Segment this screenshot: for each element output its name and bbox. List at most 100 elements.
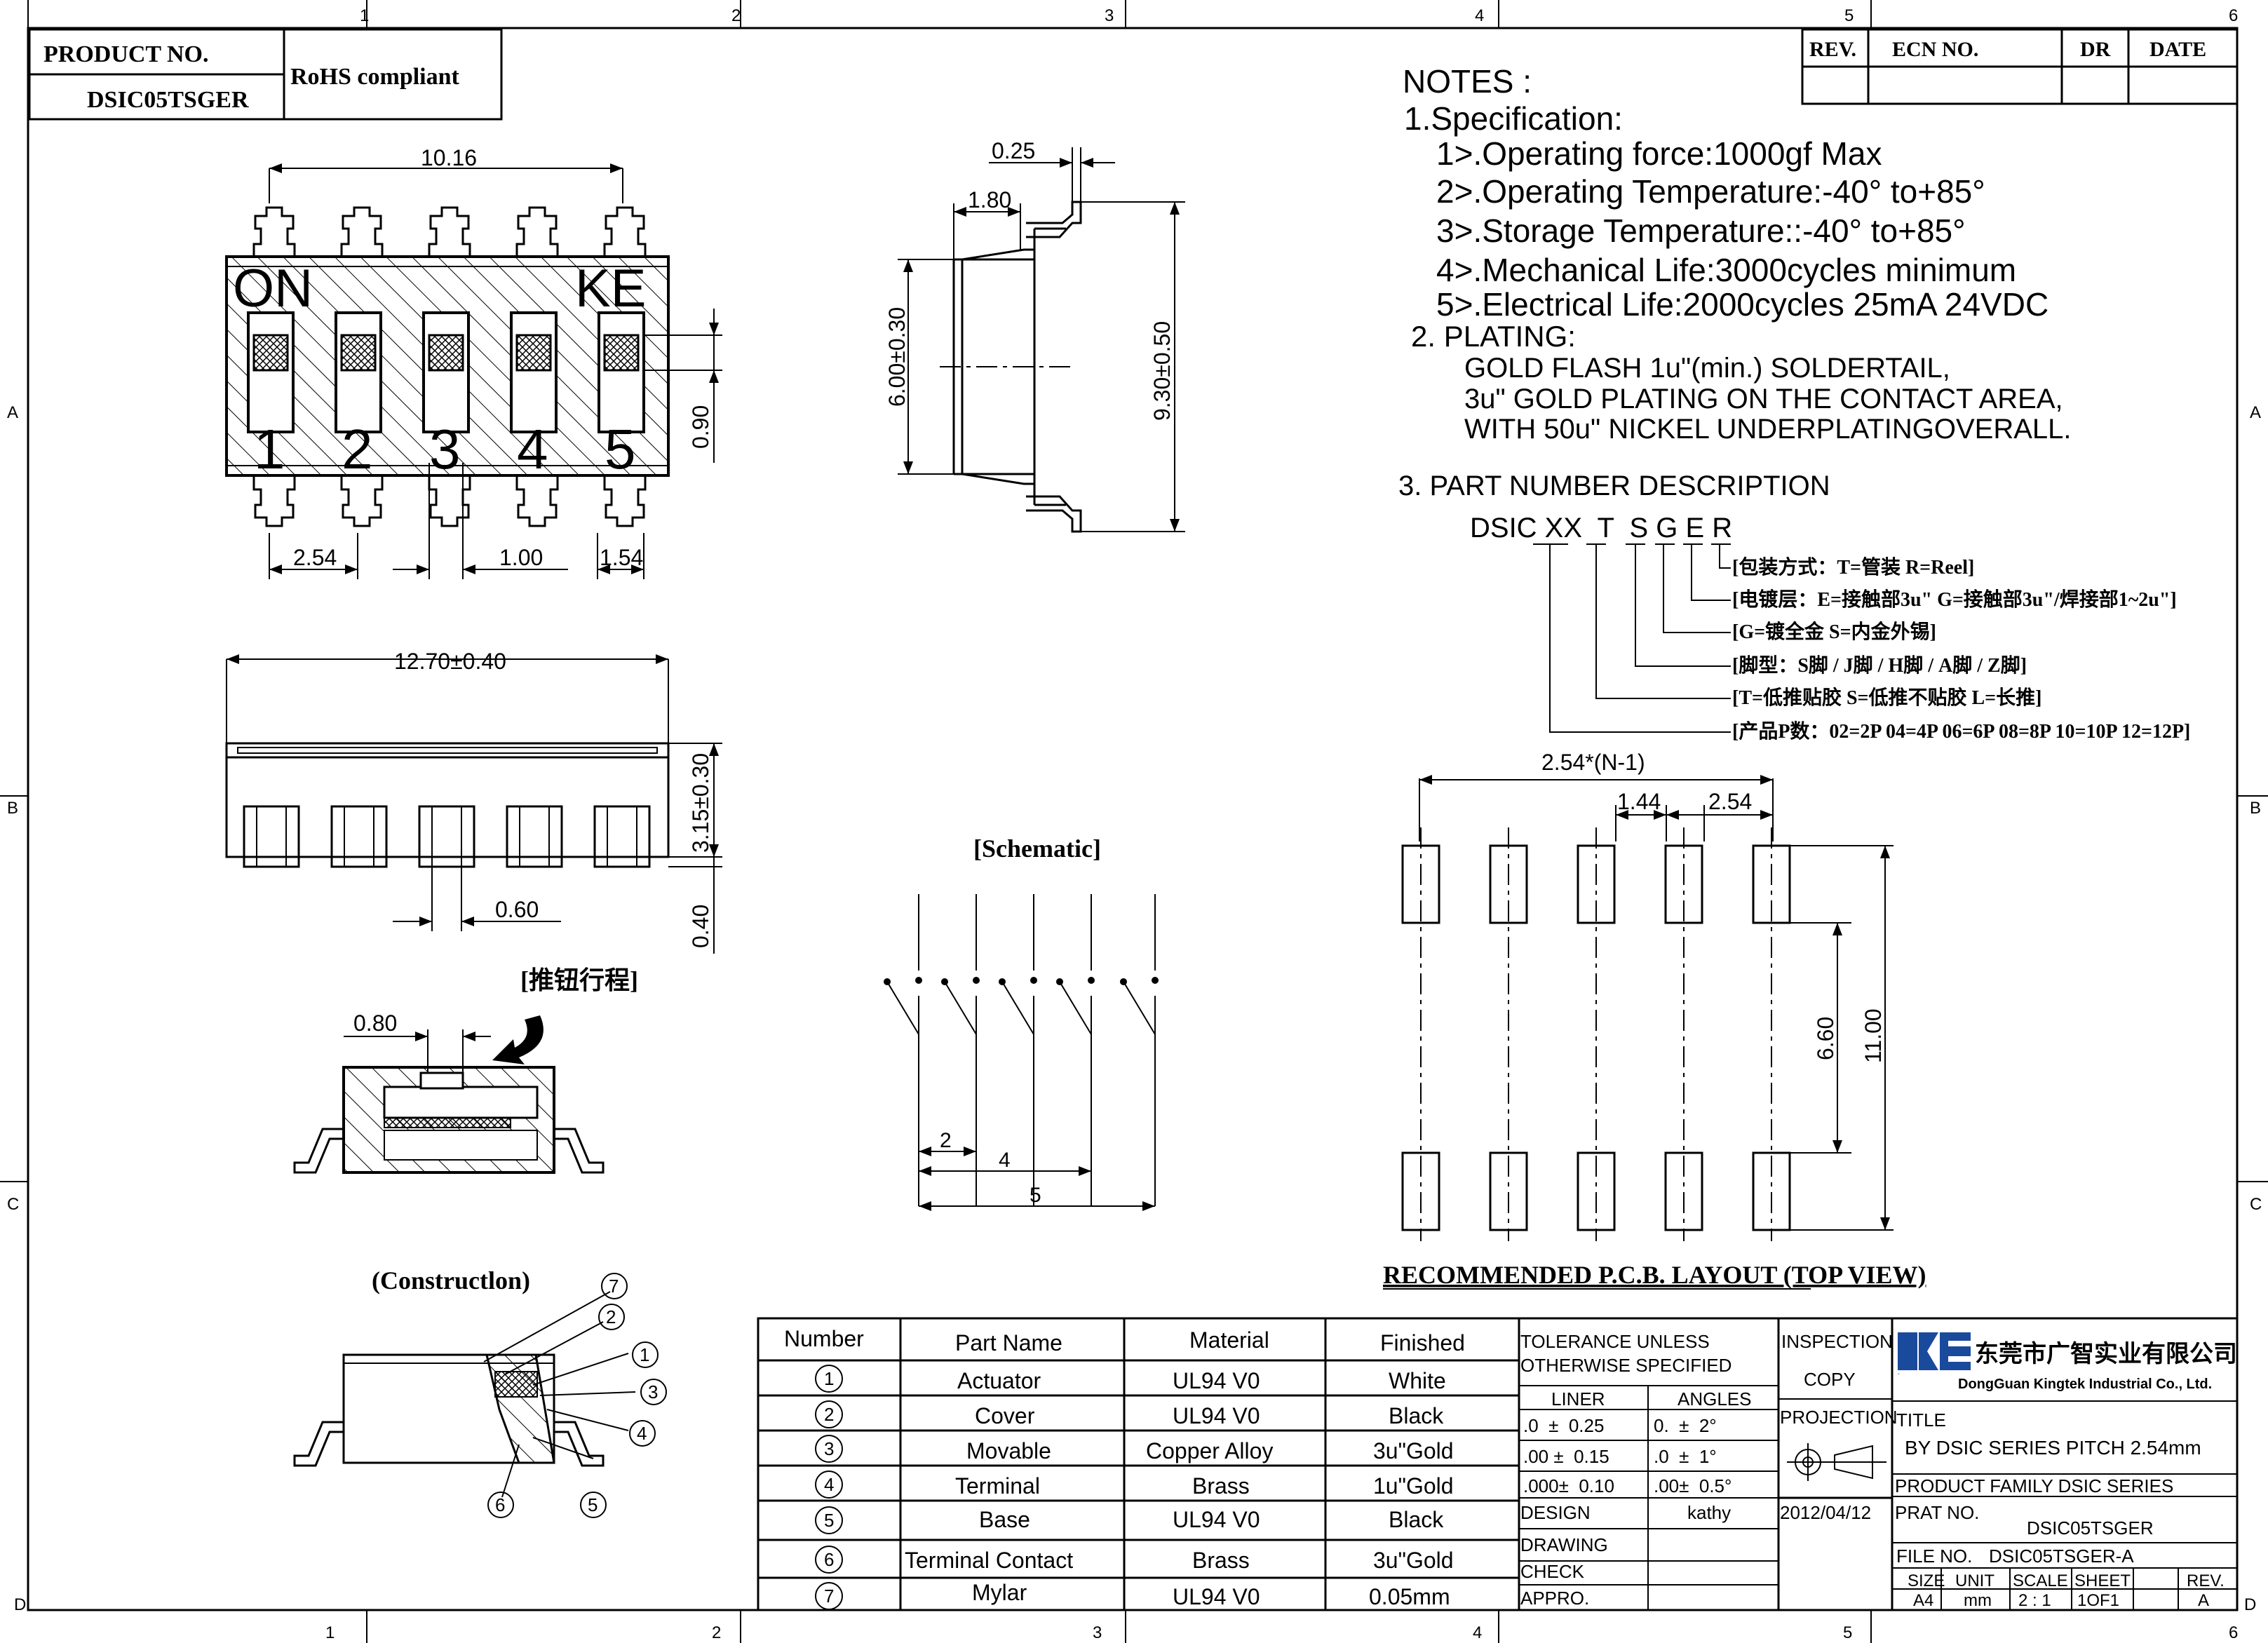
copy-label: COPY	[1804, 1369, 1856, 1390]
plating-line: GOLD FLASH 1u"(min.) SOLDERTAIL,	[1464, 353, 1950, 384]
grid-col-label: 6	[2229, 6, 2238, 25]
company-logo-text: KE	[1898, 1374, 1900, 1375]
grid-labels: 1 2 3 4 5 6 1 2 3 4 5 6 A B C D A B C D	[7, 6, 2262, 1642]
date-header: DATE	[2149, 38, 2206, 61]
grid-row-label: D	[14, 1595, 26, 1614]
tolerance-title: OTHERWISE SPECIFIED	[1520, 1355, 1732, 1376]
grid-row-label: B	[2250, 799, 2261, 818]
dim-stroke: 0.80	[353, 1010, 397, 1036]
angle-tol: .0 ± 1°	[1654, 1446, 1717, 1467]
dim-overall: 10.16	[421, 145, 477, 170]
product-no-label: PRODUCT NO.	[43, 41, 209, 67]
grid-col-label: 1	[325, 1623, 335, 1642]
bom-part-name: Cover	[975, 1403, 1035, 1428]
angle-tol: .00± 0.5°	[1654, 1475, 1732, 1496]
bom-finish: 3u"Gold	[1373, 1438, 1454, 1463]
stroke-view: [推钮行程] 0.80	[293, 966, 638, 1174]
grid-col-label: 4	[1475, 6, 1484, 25]
bom-header: Part Name	[955, 1330, 1062, 1355]
bom-part-name: Base	[979, 1507, 1030, 1532]
bom-number: 3	[824, 1438, 834, 1459]
linear-tol: .0 ± 0.25	[1523, 1415, 1604, 1436]
product-family: PRODUCT FAMILY DSIC SERIES	[1895, 1475, 2173, 1496]
pcb-layout-label: RECOMMENDED P.C.B. LAYOUT (TOP VIEW)	[1383, 1261, 1926, 1289]
grid-row-label: A	[7, 403, 18, 422]
meta-header: SCALE	[2013, 1571, 2068, 1590]
tolerance-title: TOLERANCE UNLESS	[1520, 1331, 1710, 1352]
plating-title: 2. PLATING:	[1411, 320, 1576, 353]
bom-finish: Black	[1389, 1403, 1444, 1428]
spec-line: 1>.Operating force:1000gf Max	[1436, 135, 1882, 172]
grid-col-label: 5	[1843, 1623, 1852, 1642]
meta-value: 2 : 1	[2018, 1591, 2051, 1610]
company-name-cn: 东莞市广智实业有限公司	[1975, 1340, 2237, 1367]
ecn-header: ECN NO.	[1892, 38, 1978, 61]
grid-col-label: 1	[360, 6, 369, 25]
plating-line: 3u" GOLD PLATING ON THE CONTACT AREA,	[1464, 384, 2063, 414]
grid-col-label: 6	[2229, 1623, 2238, 1642]
spec-line: 4>.Mechanical Life:3000cycles minimum	[1436, 252, 2016, 288]
dim-length: 12.70±0.40	[394, 649, 506, 674]
switch-number: 4	[517, 418, 548, 480]
switch-slots	[247, 311, 645, 433]
switch-number: 1	[254, 418, 285, 480]
meta-value: A4	[1913, 1591, 1933, 1610]
grid-row-label: A	[2250, 403, 2261, 422]
schematic-dim: 4	[999, 1149, 1011, 1172]
bom-finish: 3u"Gold	[1373, 1548, 1454, 1573]
callout-3: 3	[648, 1381, 658, 1402]
callout-1: 1	[640, 1344, 649, 1365]
dim-pad: 1.54	[600, 545, 643, 570]
switch-number: 5	[605, 418, 636, 480]
meta-value: 1OF1	[2077, 1591, 2119, 1610]
part-desc-line: [电镀层：E=接触部3u" G=接触部3u"/焊接部1~2u"]	[1732, 588, 2177, 611]
designer-name: kathy	[1687, 1502, 1731, 1523]
title-label: TITLE	[1896, 1409, 1946, 1431]
part-desc-line: [包装方式：T=管装 R=Reel]	[1732, 555, 1974, 579]
schematic-label: [Schematic]	[973, 834, 1101, 863]
side-view: 1.80 0.25 6.00±0.30 9.30±0.50	[884, 138, 1185, 533]
stroke-label: [推钮行程]	[520, 966, 638, 994]
bom-number: 6	[824, 1549, 834, 1570]
projection-symbol	[1787, 1443, 1886, 1481]
bottom-pins	[252, 475, 647, 527]
dim-body-height: 3.15±0.30	[688, 753, 713, 853]
pcb-layout: 2.54*(N-1) 1.44 2.54	[1383, 750, 1926, 1290]
bom-material: UL94 V0	[1173, 1507, 1260, 1532]
part-no-value: DSIC05TSGER	[2027, 1517, 2154, 1539]
dim-outer: 11.00	[1861, 1008, 1886, 1063]
design-date: 2012/04/12	[1780, 1502, 1871, 1523]
part-code: DSIC XX T S G E R	[1470, 513, 1732, 543]
appro-label: APPRO.	[1520, 1588, 1589, 1609]
tolerance-block: TOLERANCE UNLESS OTHERWISE SPECIFIED LIN…	[1518, 1317, 1892, 1611]
switch-number: 2	[342, 418, 373, 480]
callout-5: 5	[588, 1494, 598, 1515]
meta-header: SIZE	[1908, 1571, 1945, 1590]
product-no-value: DSIC05TSGER	[87, 87, 249, 113]
drawing-title: BY DSIC SERIES PITCH 2.54mm	[1905, 1437, 2201, 1459]
dim-body: 6.00±0.30	[884, 307, 910, 407]
dim-pad-width: 1.44	[1617, 789, 1661, 814]
dim-pitch: 2.54	[293, 545, 337, 570]
bom-header: Finished	[1380, 1330, 1465, 1355]
bom-part-name: Terminal	[955, 1473, 1040, 1499]
grid-row-label: B	[7, 799, 18, 818]
design-label: DESIGN	[1520, 1502, 1591, 1523]
ke-logo-mark: KE	[575, 259, 646, 318]
bom-part-name: Actuator	[957, 1368, 1041, 1393]
part-no-label: PRAT NO.	[1895, 1502, 1979, 1523]
part-desc-line: [产品P数：02=2P 04=4P 06=6P 08=8P 10=10P 12=…	[1732, 720, 2190, 743]
part-desc-line: [脚型：S脚 / J脚 / H脚 / A脚 / Z脚]	[1732, 654, 2027, 677]
grid-col-label: 3	[1093, 1623, 1102, 1642]
spec-title: 1.Specification:	[1404, 100, 1623, 137]
grid-col-label: 2	[731, 6, 741, 25]
product-block: PRODUCT NO. DSIC05TSGER RoHS compliant	[28, 28, 503, 121]
linear-header: LINER	[1551, 1388, 1605, 1409]
drawing-label: DRAWING	[1520, 1534, 1608, 1555]
schematic: [Schematic] 2 4 5	[884, 834, 1159, 1211]
spec-line: 5>.Electrical Life:2000cycles 25mA 24VDC	[1436, 286, 2048, 323]
grid-row-label: D	[2244, 1595, 2256, 1614]
top-view: 10.16	[225, 145, 722, 579]
linear-tol: .000± 0.10	[1523, 1475, 1614, 1496]
